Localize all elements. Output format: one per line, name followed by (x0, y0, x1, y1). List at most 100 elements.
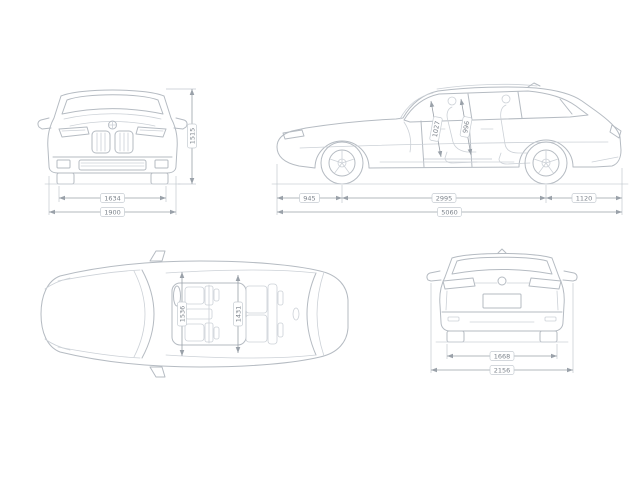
brand-roundel-cross (108, 120, 117, 130)
intake-mesh (80, 162, 145, 167)
mirror-right (173, 117, 188, 130)
kidney-grille-right (114, 130, 134, 154)
rear-wheel-left (446, 330, 465, 343)
wheel-spokes (534, 150, 558, 174)
reflector-left (447, 316, 460, 322)
dim-value: 1536 (178, 306, 186, 323)
front-body-outline (47, 89, 178, 174)
dim-label-front-width: 1900 (100, 207, 125, 217)
dim-label-box (299, 193, 320, 203)
top-dimensions: 1536 1431 (177, 272, 243, 356)
dim-value: 2156 (494, 366, 511, 374)
dim-label-front-overhang: 945 (299, 193, 320, 203)
antenna-fin-top-view (292, 307, 300, 321)
dim-label-front-height: 1515 (187, 123, 197, 149)
license-plate (482, 293, 522, 309)
dim-label-box (233, 301, 243, 327)
dim-value: 1634 (104, 194, 121, 202)
character-line (299, 141, 609, 149)
roof-rail-bottom (165, 354, 317, 359)
tailgate-edge (316, 271, 325, 357)
dim-value: 1120 (576, 194, 593, 202)
dim-label-rear-headroom: 996 (459, 116, 473, 138)
roof-rail-top (165, 269, 317, 274)
rear-bumper-line (591, 156, 619, 163)
front-lower-intake (78, 159, 147, 171)
c-pillar (517, 91, 523, 119)
front-vent-left (56, 159, 71, 169)
rear-wheel (524, 141, 568, 185)
dim-label-box (571, 193, 597, 203)
windshield-inner-line (399, 92, 434, 120)
dim-label-box (429, 116, 443, 142)
rear-bench (245, 283, 284, 345)
dim-label-box (437, 207, 462, 217)
antenna-fin (527, 82, 541, 88)
dim-label-box (489, 351, 515, 361)
side-taillight (609, 124, 622, 139)
wheel-spokes (330, 150, 354, 174)
dim-label-box (489, 365, 515, 375)
antenna-fin-rear-view (497, 248, 507, 254)
roof-rail (436, 83, 538, 90)
dim-label-box (100, 207, 125, 217)
dim-value: 945 (303, 194, 315, 202)
dim-label-box (177, 301, 187, 327)
headlight-left (58, 126, 90, 138)
front-wheel-right (150, 172, 169, 185)
rear-window-top-view (306, 272, 317, 356)
rear-seat (498, 94, 531, 165)
rear-view: 1668 2156 (426, 248, 578, 375)
dim-label-wheelbase: 2995 (431, 193, 457, 203)
dim-label-rear-interior-width: 1431 (233, 301, 243, 327)
dim-label-front-headroom: 1027 (429, 116, 443, 142)
dim-value: 5060 (441, 208, 458, 216)
dim-value: 1900 (104, 208, 121, 216)
dim-label-rear-track: 1668 (489, 351, 515, 361)
top-view: 1536 1431 (40, 250, 349, 378)
passenger-seat (184, 322, 220, 343)
front-dimensions: 1634 1900 1515 (48, 88, 197, 217)
dim-label-box (459, 116, 473, 138)
brand-roundel-icon (497, 276, 507, 286)
dim-value: 996 (461, 120, 471, 134)
rear-body-outline (439, 253, 565, 332)
b-pillar (467, 93, 473, 121)
dim-value: 1668 (494, 352, 511, 360)
headlight-contour-bottom (44, 338, 71, 351)
dim-label-front-interior-width: 1536 (177, 301, 187, 327)
grille-slats (96, 132, 129, 152)
mirror-bottom (149, 366, 166, 378)
dim-label-width-mirrors: 2156 (489, 365, 515, 375)
d-pillar (559, 98, 573, 115)
hood-line-top (57, 269, 141, 282)
mirror-left (37, 117, 52, 130)
driver-seat (184, 285, 220, 306)
dim-value: 1431 (234, 306, 242, 323)
rear-window (451, 256, 553, 275)
front-vent-right (154, 159, 169, 169)
side-view: 945 2995 1120 5060 1027 996 (271, 82, 629, 217)
reflector-right (544, 316, 557, 322)
dashboard-line (403, 121, 412, 153)
dim-label-box (431, 193, 457, 203)
mirror-top (149, 250, 166, 262)
rear-mirror-left (426, 270, 442, 282)
front-view: 1634 1900 1515 (37, 88, 197, 217)
rear-wheel-right (539, 330, 558, 343)
kidney-grille-left (91, 130, 111, 154)
side-headlight (282, 129, 305, 140)
rear-dimensions: 1668 2156 (430, 283, 574, 375)
front-wheel (320, 141, 364, 185)
dim-label-box (100, 193, 125, 203)
center-console (185, 308, 213, 320)
dim-value: 1027 (431, 120, 442, 138)
panoramic-roof (171, 282, 247, 346)
tailgate-seams (445, 290, 559, 311)
taillight-left (442, 277, 476, 290)
hood-line-bottom (57, 346, 141, 359)
hood-crease-upper (63, 113, 162, 120)
headlight-contour-top (44, 277, 71, 290)
